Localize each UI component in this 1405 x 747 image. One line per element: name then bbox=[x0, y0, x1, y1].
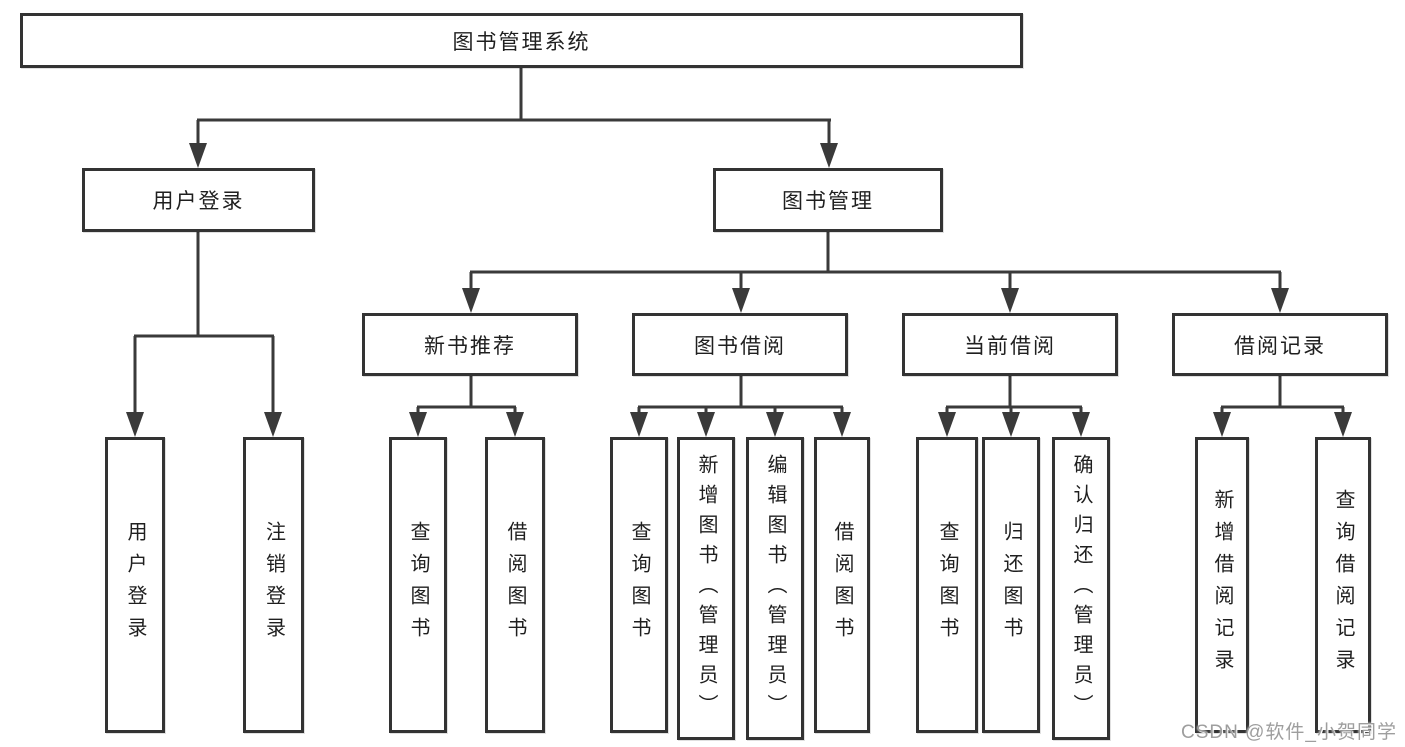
connector-borrow-records-to-leaves bbox=[1213, 376, 1352, 437]
connector-new-book-rec-to-leaves bbox=[409, 376, 524, 437]
node-label: 用户登录 bbox=[152, 190, 245, 213]
leaf-query-books-current: 查询图书 bbox=[916, 437, 978, 733]
leaf-add-books-admin: 新增图书（管理员） bbox=[677, 437, 735, 740]
connector-current-borrow-to-leaves bbox=[938, 376, 1090, 437]
leaf-query-books-borrowing: 查询图书 bbox=[610, 437, 668, 733]
leaf-borrow-books: 借阅图书 bbox=[814, 437, 870, 733]
node-borrowing-records: 借阅记录 bbox=[1172, 313, 1388, 376]
csdn-watermark: CSDN @软件_小贺同学 bbox=[1181, 722, 1397, 743]
leaf-label: 新增借阅记录 bbox=[1211, 489, 1233, 681]
leaf-label: 查询图书 bbox=[407, 521, 429, 649]
leaf-borrow-books-recommend: 借阅图书 bbox=[485, 437, 545, 733]
leaf-confirm-return-admin: 确认归还（管理员） bbox=[1052, 437, 1110, 740]
leaf-query-borrow-record: 查询借阅记录 bbox=[1315, 437, 1371, 733]
node-library-management-system: 图书管理系统 bbox=[20, 13, 1023, 68]
leaf-label: 查询借阅记录 bbox=[1332, 489, 1354, 681]
node-label: 借阅记录 bbox=[1234, 334, 1326, 358]
leaf-label: 借阅图书 bbox=[831, 521, 853, 649]
leaf-label: 新增图书（管理员） bbox=[695, 453, 717, 724]
leaf-label: 编辑图书（管理员） bbox=[764, 453, 786, 724]
connector-root-to-level2 bbox=[189, 68, 838, 168]
leaf-label: 查询图书 bbox=[628, 521, 650, 649]
connector-user-login-to-leaves bbox=[126, 232, 282, 437]
leaf-label: 借阅图书 bbox=[504, 521, 526, 649]
leaf-add-borrow-record: 新增借阅记录 bbox=[1195, 437, 1249, 733]
node-label: 图书管理系统 bbox=[452, 30, 591, 54]
node-label: 新书推荐 bbox=[424, 334, 516, 358]
leaf-label: 查询图书 bbox=[936, 521, 958, 649]
leaf-label: 注销登录 bbox=[262, 521, 285, 649]
leaf-label: 归还图书 bbox=[1000, 521, 1022, 649]
node-current-borrowing: 当前借阅 bbox=[902, 313, 1118, 376]
node-label: 当前借阅 bbox=[964, 334, 1056, 358]
leaf-logout: 注销登录 bbox=[243, 437, 304, 733]
leaf-label: 确认归还（管理员） bbox=[1070, 453, 1092, 724]
connector-book-borrow-to-leaves bbox=[630, 376, 851, 437]
leaf-edit-books-admin: 编辑图书（管理员） bbox=[746, 437, 804, 740]
node-book-management: 图书管理 bbox=[713, 168, 943, 232]
leaf-user-login: 用户登录 bbox=[105, 437, 165, 733]
connector-book-mgmt-to-level3 bbox=[462, 232, 1289, 313]
node-label: 图书借阅 bbox=[694, 334, 786, 358]
node-new-book-recommend: 新书推荐 bbox=[362, 313, 578, 376]
node-label: 图书管理 bbox=[782, 190, 874, 213]
node-book-borrowing: 图书借阅 bbox=[632, 313, 848, 376]
leaf-return-books: 归还图书 bbox=[982, 437, 1040, 733]
node-user-login: 用户登录 bbox=[82, 168, 315, 232]
leaf-query-books-recommend: 查询图书 bbox=[389, 437, 447, 733]
leaf-label: 用户登录 bbox=[124, 521, 146, 649]
